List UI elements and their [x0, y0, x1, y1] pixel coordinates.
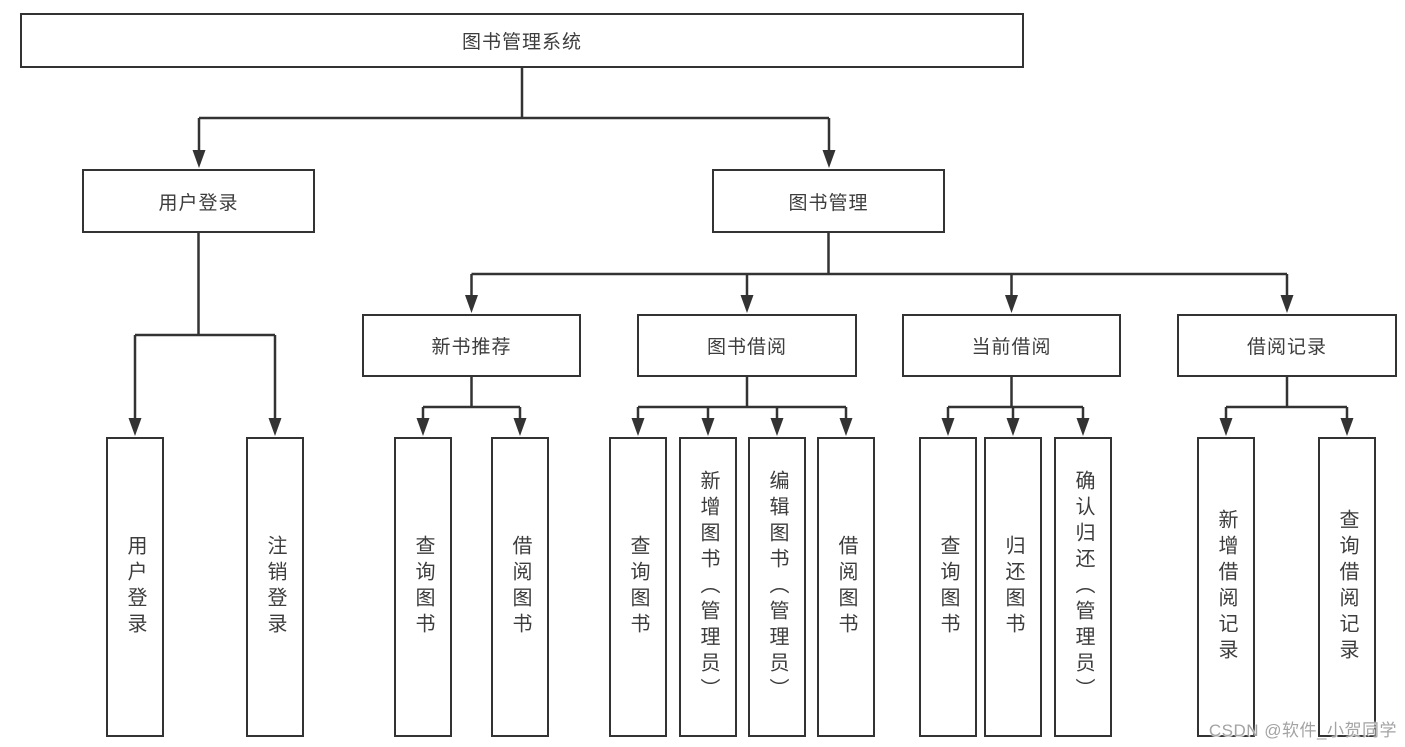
node-new-book-recommend: 新书推荐	[362, 314, 581, 377]
leaf-label: 新增图书（管理员）	[697, 470, 719, 704]
leaf-label: 借阅图书	[509, 535, 531, 639]
leaf-label: 查询图书	[627, 535, 649, 639]
node-label: 借阅记录	[1246, 337, 1327, 358]
node-current-borrow: 当前借阅	[902, 314, 1121, 377]
node-user-login: 用户登录	[82, 169, 315, 233]
leaf-label: 用户登录	[124, 535, 146, 639]
node-label: 当前借阅	[971, 337, 1052, 358]
leaf-logout-login: 注销登录	[246, 437, 304, 737]
leaf-add-book-admin: 新增图书（管理员）	[679, 437, 737, 737]
leaf-label: 确认归还（管理员）	[1072, 470, 1094, 704]
leaf-label: 借阅图书	[835, 535, 857, 639]
leaf-edit-book-admin: 编辑图书（管理员）	[748, 437, 806, 737]
leaf-label: 归还图书	[1002, 535, 1024, 639]
leaf-borrow-book: 借阅图书	[817, 437, 875, 737]
leaf-label: 查询图书	[412, 535, 434, 639]
leaf-borrow-book-recommend: 借阅图书	[491, 437, 549, 737]
leaf-label: 查询借阅记录	[1336, 509, 1358, 665]
leaf-add-borrow-record: 新增借阅记录	[1197, 437, 1255, 737]
node-label: 图书管理系统	[461, 32, 582, 53]
node-book-borrow: 图书借阅	[637, 314, 857, 377]
leaf-label: 编辑图书（管理员）	[766, 470, 788, 704]
leaf-label: 注销登录	[264, 535, 286, 639]
leaf-query-book-recommend: 查询图书	[394, 437, 452, 737]
node-label: 用户登录	[158, 192, 239, 214]
leaf-label: 新增借阅记录	[1215, 509, 1237, 665]
node-label: 图书借阅	[706, 337, 787, 358]
node-label: 图书管理	[788, 192, 869, 214]
leaf-query-borrow-record: 查询借阅记录	[1318, 437, 1376, 737]
leaf-query-book-borrow: 查询图书	[609, 437, 667, 737]
node-borrow-records: 借阅记录	[1177, 314, 1397, 377]
leaf-return-book: 归还图书	[984, 437, 1042, 737]
leaf-label: 查询图书	[937, 535, 959, 639]
node-label: 新书推荐	[431, 337, 512, 358]
leaf-confirm-return-admin: 确认归还（管理员）	[1054, 437, 1112, 737]
leaf-query-book-current: 查询图书	[919, 437, 977, 737]
watermark: CSDN @软件_小贺同学	[1208, 721, 1397, 740]
node-book-management: 图书管理	[712, 169, 945, 233]
leaf-user-login: 用户登录	[106, 437, 164, 737]
node-library-management-system: 图书管理系统	[20, 13, 1024, 68]
